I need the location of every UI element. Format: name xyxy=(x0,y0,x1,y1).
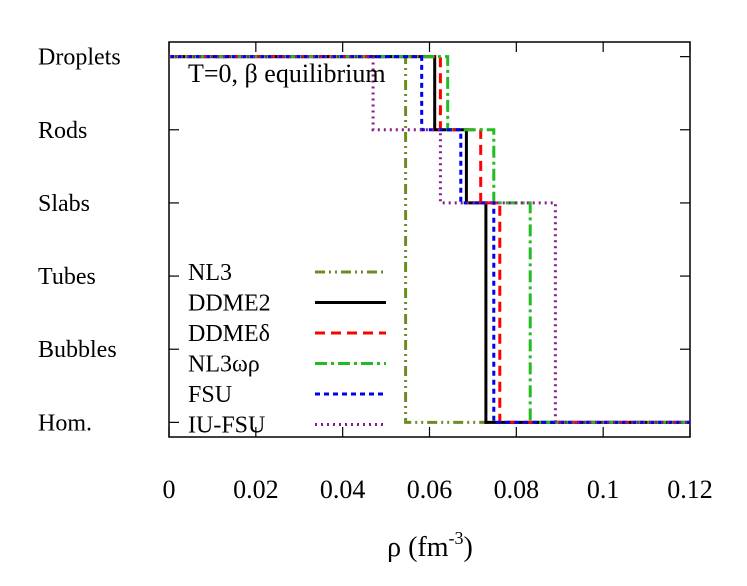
series-line-4 xyxy=(169,55,690,424)
y-tick-labels: Hom. Bubbles Tubes Slabs Rods Droplets xyxy=(38,45,121,437)
x-axis-label: ρ (fm-3) xyxy=(387,528,473,563)
annotation: T=0, β equilibrium xyxy=(188,59,386,88)
plot-frame xyxy=(168,41,691,438)
x-axis-label-main: ρ (fm xyxy=(387,532,449,563)
series-layer xyxy=(169,55,690,424)
series-line-3 xyxy=(169,55,690,424)
legend-label-2: DDMEδ xyxy=(188,321,270,347)
y-tick-label-5: Droplets xyxy=(38,45,121,71)
y-tick-label-1: Bubbles xyxy=(38,337,117,363)
x-tick-labels: 0 0.02 0.04 0.06 0.08 0.1 0.12 xyxy=(163,475,713,504)
x-tick-label-4: 0.08 xyxy=(494,475,540,504)
y-tick-label-2: Tubes xyxy=(38,264,96,290)
x-tick-label-6: 0.12 xyxy=(667,475,713,504)
x-tick-label-2: 0.04 xyxy=(320,475,366,504)
legend-label-1: DDME2 xyxy=(188,291,271,317)
legend-label-3: NL3ωρ xyxy=(188,352,260,378)
y-tick-label-4: Rods xyxy=(38,118,87,144)
legend-label-5: IU-FSU xyxy=(188,413,265,439)
y-tick-label-0: Hom. xyxy=(38,410,92,436)
series-line-5 xyxy=(169,55,690,424)
x-tick-label-3: 0.06 xyxy=(407,475,453,504)
series-line-1 xyxy=(169,55,690,424)
legend-label-4: FSU xyxy=(188,382,232,408)
x-tick-label-0: 0 xyxy=(163,475,176,504)
series-line-2 xyxy=(169,55,690,424)
legend-label-0: NL3 xyxy=(188,260,232,286)
axis-ticks xyxy=(168,42,691,437)
x-tick-label-1: 0.02 xyxy=(233,475,279,504)
y-tick-label-3: Slabs xyxy=(38,191,90,217)
x-tick-label-5: 0.1 xyxy=(587,475,620,504)
x-axis-label-superscript: -3 xyxy=(449,528,464,548)
x-axis-label-close: ) xyxy=(464,532,473,563)
